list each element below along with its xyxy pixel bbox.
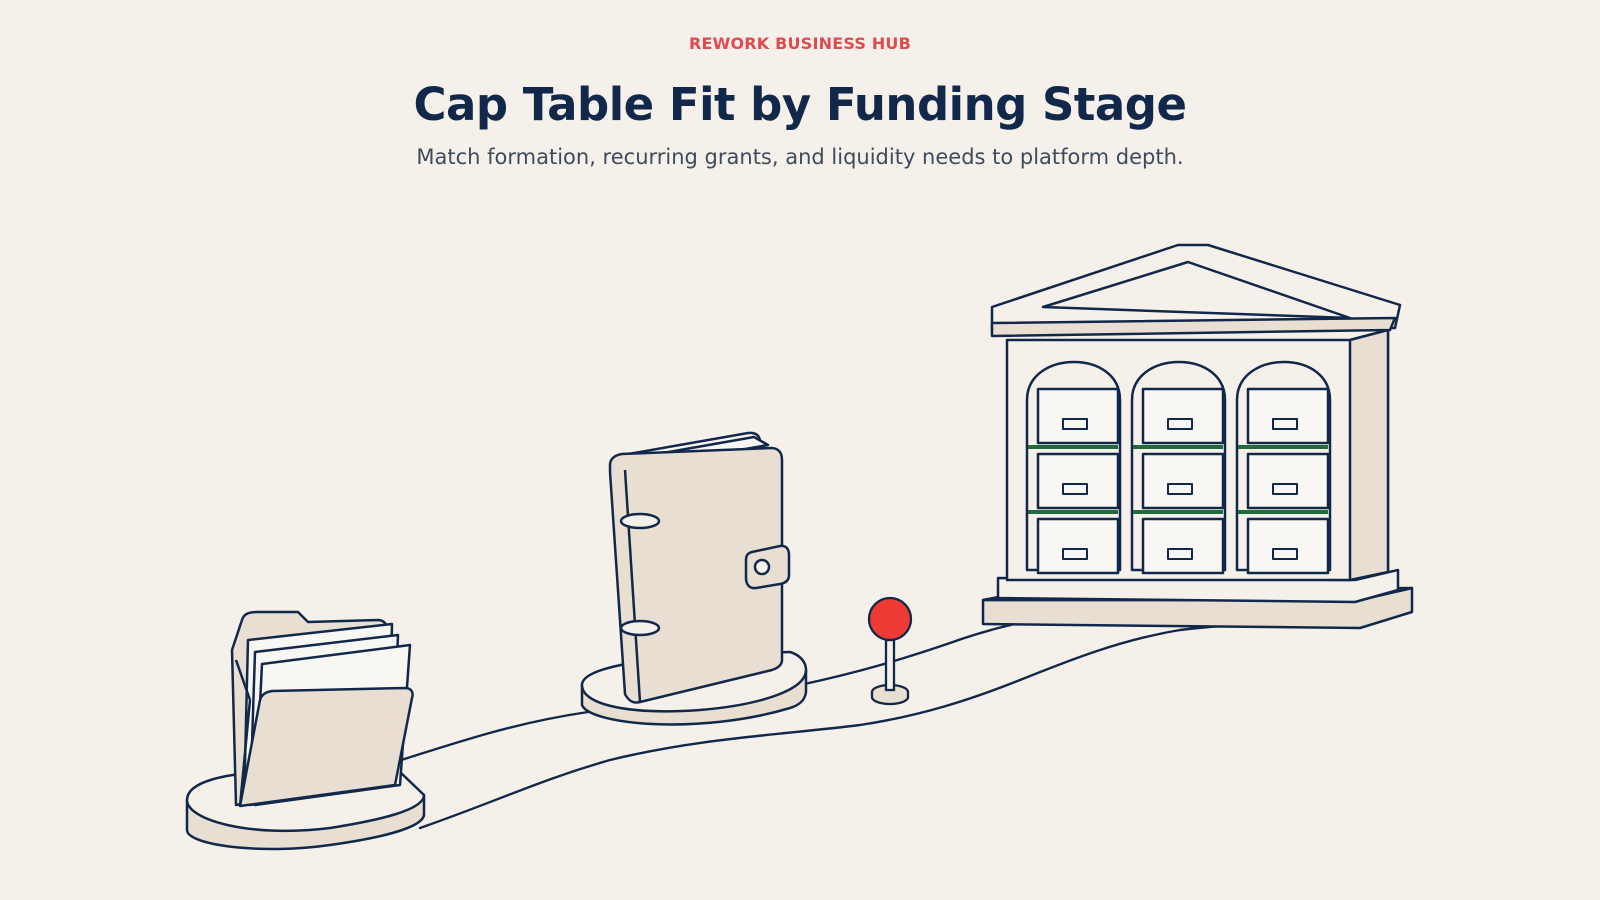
page-subtitle: Match formation, recurring grants, and l… [416, 145, 1184, 169]
archive-bay-right [1235, 360, 1332, 575]
archive-bay-left [1025, 360, 1122, 575]
road-path [393, 610, 1292, 830]
page-title: Cap Table Fit by Funding Stage [413, 78, 1187, 131]
binder-icon [580, 431, 808, 726]
brand-eyebrow: REWORK BUSINESS HUB [688, 34, 912, 53]
marker-pin-icon [867, 596, 913, 706]
archive-bay-center [1130, 360, 1227, 575]
folder-icon [185, 610, 426, 851]
institution-archive-icon [981, 243, 1414, 630]
